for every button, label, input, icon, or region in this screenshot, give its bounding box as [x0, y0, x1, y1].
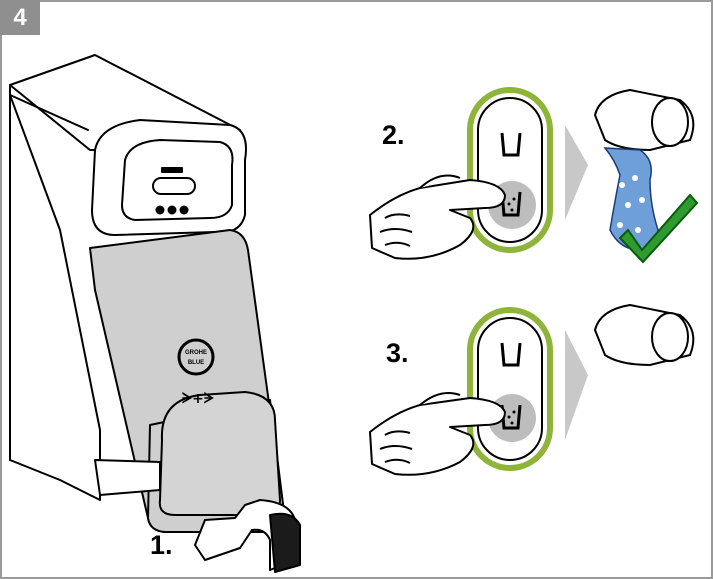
step-1-label: 1.	[150, 530, 173, 561]
frame-left	[0, 0, 2, 579]
device-button-symbol: ᗒ+ᗒ	[182, 391, 215, 407]
step-number-badge: 4	[0, 0, 40, 35]
tap-icon-step-2	[595, 90, 693, 250]
tap-icon-step-3	[595, 305, 693, 365]
arrow-icon	[565, 330, 588, 440]
step-3-label: 3.	[386, 338, 409, 369]
brand-mark-sub: BLUE	[188, 360, 204, 366]
step-2-label: 2.	[382, 120, 405, 151]
arrow-icon	[565, 125, 588, 220]
frame-top	[0, 0, 713, 2]
water-dispenser-device	[10, 55, 285, 532]
brand-mark: GROHE	[185, 350, 207, 356]
control-panel-step-2	[470, 90, 550, 250]
control-panel-step-3	[470, 310, 550, 468]
